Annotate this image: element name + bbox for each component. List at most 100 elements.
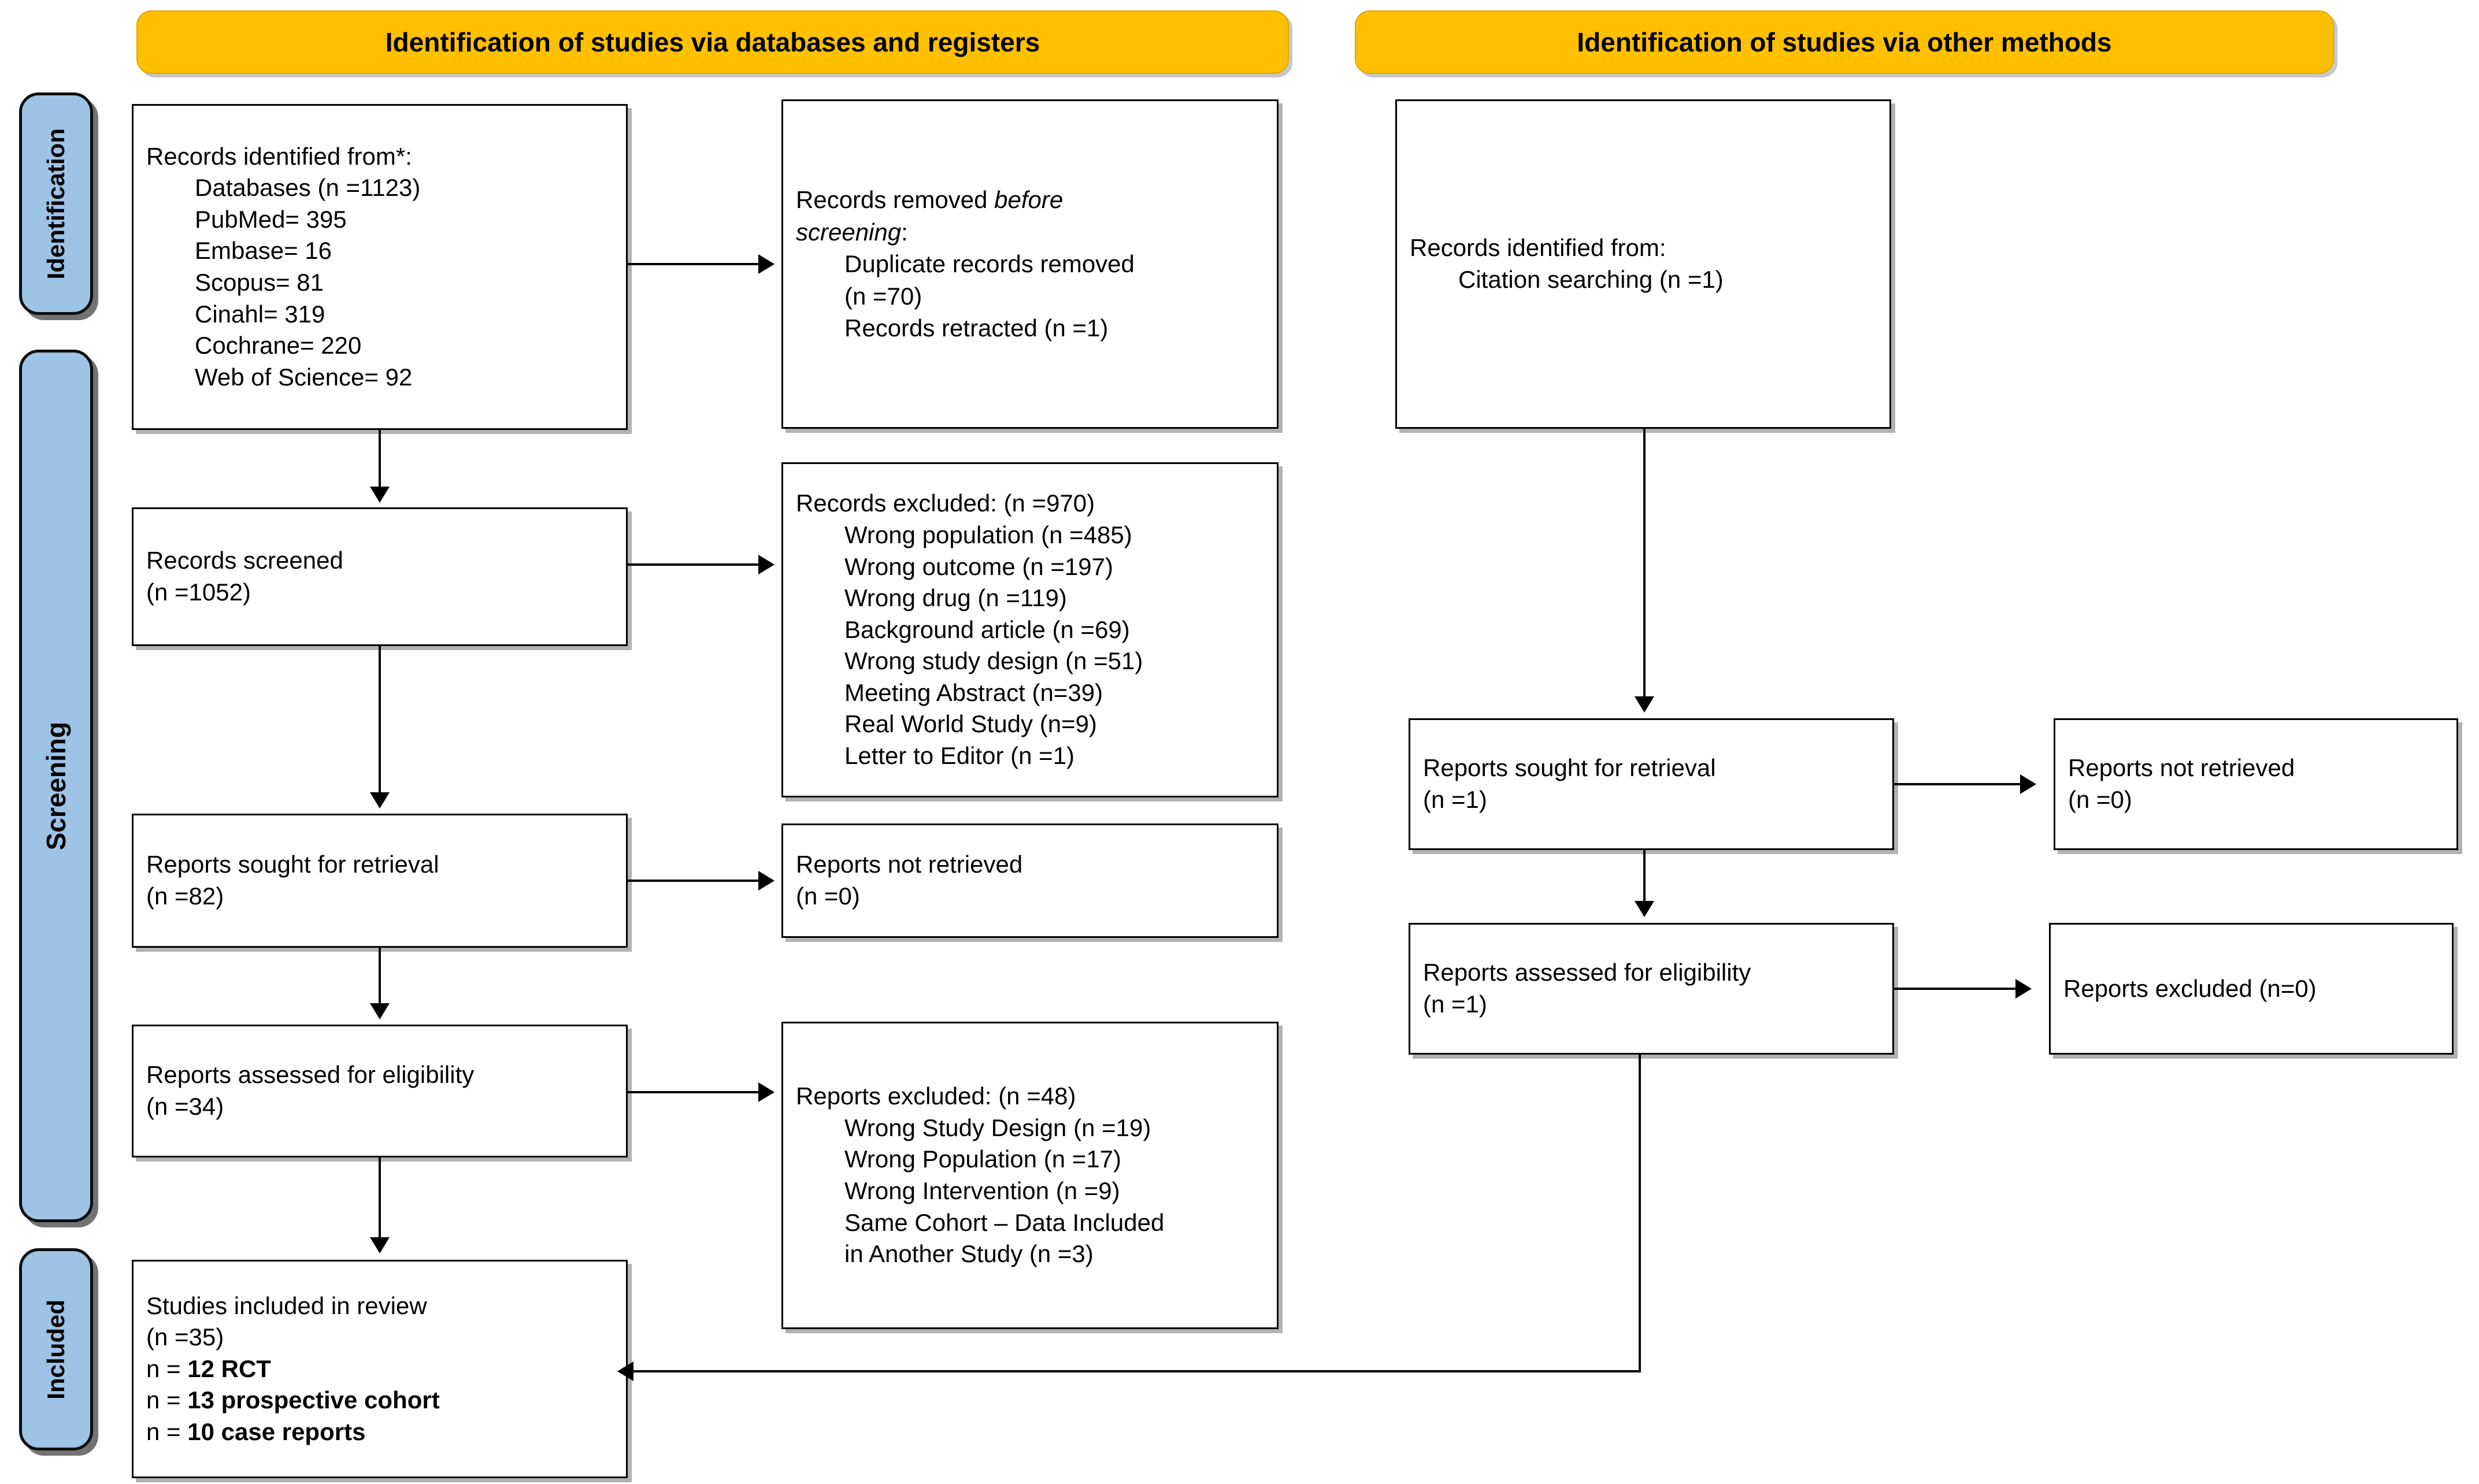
records-identified-line-5: Cochrane= 220 (195, 332, 362, 359)
box-studies-included: Studies included in review (n =35) n = 1… (132, 1260, 628, 1478)
connector-right-sought-to-assessed (1643, 850, 1646, 901)
box-reports-sought-left: Reports sought for retrieval (n =82) (132, 814, 628, 948)
box-reports-assessed-left: Reports assessed for eligibility (n =34) (132, 1025, 628, 1157)
studies-included-line-4: n = 13 prospective cohort (146, 1385, 613, 1416)
studies-included-line-4-value: 13 prospective cohort (187, 1386, 440, 1414)
connector-right-assessed-to-included (633, 1370, 1641, 1372)
records-excluded-title: Records excluded: (n =970) (796, 489, 1095, 517)
records-identified-line-2: Embase= 16 (195, 237, 332, 265)
records-removed-line-1: (n =70) (844, 282, 922, 310)
studies-included-line-1: Studies included in review (146, 1292, 427, 1319)
arrow-screened-to-sought (370, 792, 390, 808)
reports-not-retrieved-right-line-0: Reports not retrieved (2068, 754, 2295, 782)
reports-not-retrieved-left-line-1: (n =0) (796, 882, 860, 910)
reports-sought-left-line-0: Reports sought for retrieval (146, 851, 439, 878)
reports-excluded-left-line-4: in Another Study (n =3) (844, 1240, 1094, 1268)
box-reports-sought-right: Reports sought for retrieval (n =1) (1409, 718, 1894, 850)
records-removed-title-line1: Records removed before (796, 184, 1264, 216)
reports-assessed-right-line-0: Reports assessed for eligibility (1423, 959, 1751, 986)
records-excluded-line-6: Real World Study (n=9) (844, 710, 1097, 738)
arrow-other-identified-to-sought (1635, 696, 1654, 713)
reports-excluded-right-line-0: Reports excluded (n=0) (2063, 974, 2317, 1002)
arrow-screened-to-excluded (758, 555, 775, 574)
box-reports-not-retrieved-left: Reports not retrieved (n =0) (781, 823, 1279, 938)
connector-sought-to-not-retrieved (628, 880, 761, 882)
phase-header-other-methods-label: Identification of studies via other meth… (1577, 27, 2112, 57)
records-identified-line-3: Scopus= 81 (195, 269, 324, 296)
box-records-screened: Records screened (n =1052) (132, 507, 628, 646)
arrow-right-sought-to-assessed (1635, 901, 1654, 917)
records-removed-line-2: Records retracted (n =1) (844, 314, 1109, 342)
arrow-identified-to-removed (758, 254, 775, 274)
arrow-right-assessed-to-excluded (2015, 979, 2032, 999)
studies-included-line-5: n = 10 case reports (146, 1416, 613, 1448)
studies-included-line-5-prefix: n = (146, 1418, 188, 1445)
stage-label-included-text: Included (42, 1299, 69, 1400)
records-excluded-line-7: Letter to Editor (n =1) (844, 742, 1075, 770)
records-excluded-line-5: Meeting Abstract (n=39) (844, 678, 1103, 706)
studies-included-line-3-value: 12 RCT (187, 1355, 271, 1382)
records-removed-title-b: : (901, 218, 908, 246)
arrow-sought-to-assessed (370, 1003, 390, 1019)
box-reports-assessed-right: Reports assessed for eligibility (n =1) (1409, 923, 1894, 1055)
reports-excluded-left-line-3: Same Cohort – Data Included (844, 1208, 1165, 1236)
box-reports-excluded-right: Reports excluded (n=0) (2049, 923, 2454, 1055)
arrow-right-sought-to-not-retrieved (2020, 774, 2036, 794)
stage-label-identification-text: Identification (42, 128, 69, 280)
studies-included-line-3-prefix: n = (146, 1355, 188, 1382)
records-removed-title-italic-a: before (994, 186, 1064, 214)
studies-included-line-3: n = 12 RCT (146, 1353, 613, 1385)
phase-header-databases: Identification of studies via databases … (136, 10, 1289, 74)
stage-label-screening: Screening (19, 350, 93, 1222)
reports-sought-right-line-0: Reports sought for retrieval (1423, 754, 1716, 782)
records-removed-title-line2: screening: (796, 216, 1264, 248)
connector-sought-to-assessed (379, 948, 381, 1003)
records-excluded-line-1: Wrong outcome (n =197) (844, 552, 1113, 580)
reports-assessed-left-line-0: Reports assessed for eligibility (146, 1061, 475, 1089)
connector-right-assessed-to-excluded (1894, 988, 2018, 990)
phase-header-other-methods: Identification of studies via other meth… (1355, 10, 2334, 74)
reports-excluded-left-line-1: Wrong Population (n =17) (844, 1145, 1122, 1173)
records-identified-other-title: Records identified from: (1410, 234, 1666, 262)
arrow-assessed-to-included (370, 1237, 390, 1253)
records-identified-line-1: PubMed= 395 (195, 205, 347, 233)
reports-not-retrieved-left-line-0: Reports not retrieved (796, 851, 1023, 878)
box-records-removed-before-screening: Records removed before screening: Duplic… (781, 99, 1279, 429)
records-identified-line-4: Cinahl= 319 (195, 300, 325, 328)
reports-not-retrieved-right-line-1: (n =0) (2068, 786, 2132, 813)
records-identified-line-0: Databases (n =1123) (195, 174, 421, 202)
records-excluded-line-4: Wrong study design (n =51) (844, 647, 1143, 675)
records-screened-line-0: Records screened (146, 547, 343, 574)
reports-excluded-left-line-0: Wrong Study Design (n =19) (844, 1114, 1151, 1141)
records-removed-title-italic-b: screening (796, 218, 902, 246)
reports-assessed-left-line-1: (n =34) (146, 1093, 224, 1120)
connector-screened-to-sought (379, 646, 381, 792)
records-excluded-line-0: Wrong population (n =485) (844, 521, 1132, 548)
records-excluded-line-2: Wrong drug (n =119) (844, 584, 1067, 612)
connector-other-identified-to-sought (1643, 429, 1646, 696)
reports-sought-left-line-1: (n =82) (146, 882, 224, 910)
phase-header-databases-label: Identification of studies via databases … (385, 27, 1040, 57)
arrow-right-assessed-to-included (617, 1361, 633, 1381)
connector-right-assessed-down (1639, 1055, 1641, 1371)
box-records-identified-databases: Records identified from*: Databases (n =… (132, 104, 628, 430)
connector-right-sought-to-not-retrieved (1894, 783, 2022, 785)
reports-assessed-right-line-1: (n =1) (1423, 990, 1487, 1018)
records-identified-other-line-0: Citation searching (n =1) (1458, 266, 1724, 293)
box-records-identified-other: Records identified from: Citation search… (1395, 99, 1891, 429)
box-reports-excluded-left: Reports excluded: (n =48) Wrong Study De… (781, 1022, 1279, 1329)
records-removed-title-a: Records removed (796, 186, 995, 214)
stage-label-screening-text: Screening (41, 721, 71, 851)
arrow-assessed-to-excluded (758, 1082, 775, 1102)
connector-identified-to-removed (628, 263, 761, 265)
box-records-excluded: Records excluded: (n =970) Wrong populat… (781, 462, 1279, 797)
box-reports-not-retrieved-right: Reports not retrieved (n =0) (2054, 718, 2458, 850)
records-identified-line-6: Web of Science= 92 (195, 363, 413, 391)
records-excluded-line-3: Background article (n =69) (844, 615, 1130, 643)
reports-sought-right-line-1: (n =1) (1423, 786, 1487, 813)
arrow-sought-to-not-retrieved (758, 871, 775, 891)
connector-assessed-to-excluded (628, 1091, 761, 1093)
studies-included-line-2: (n =35) (146, 1323, 224, 1351)
records-identified-title: Records identified from*: (146, 142, 412, 170)
